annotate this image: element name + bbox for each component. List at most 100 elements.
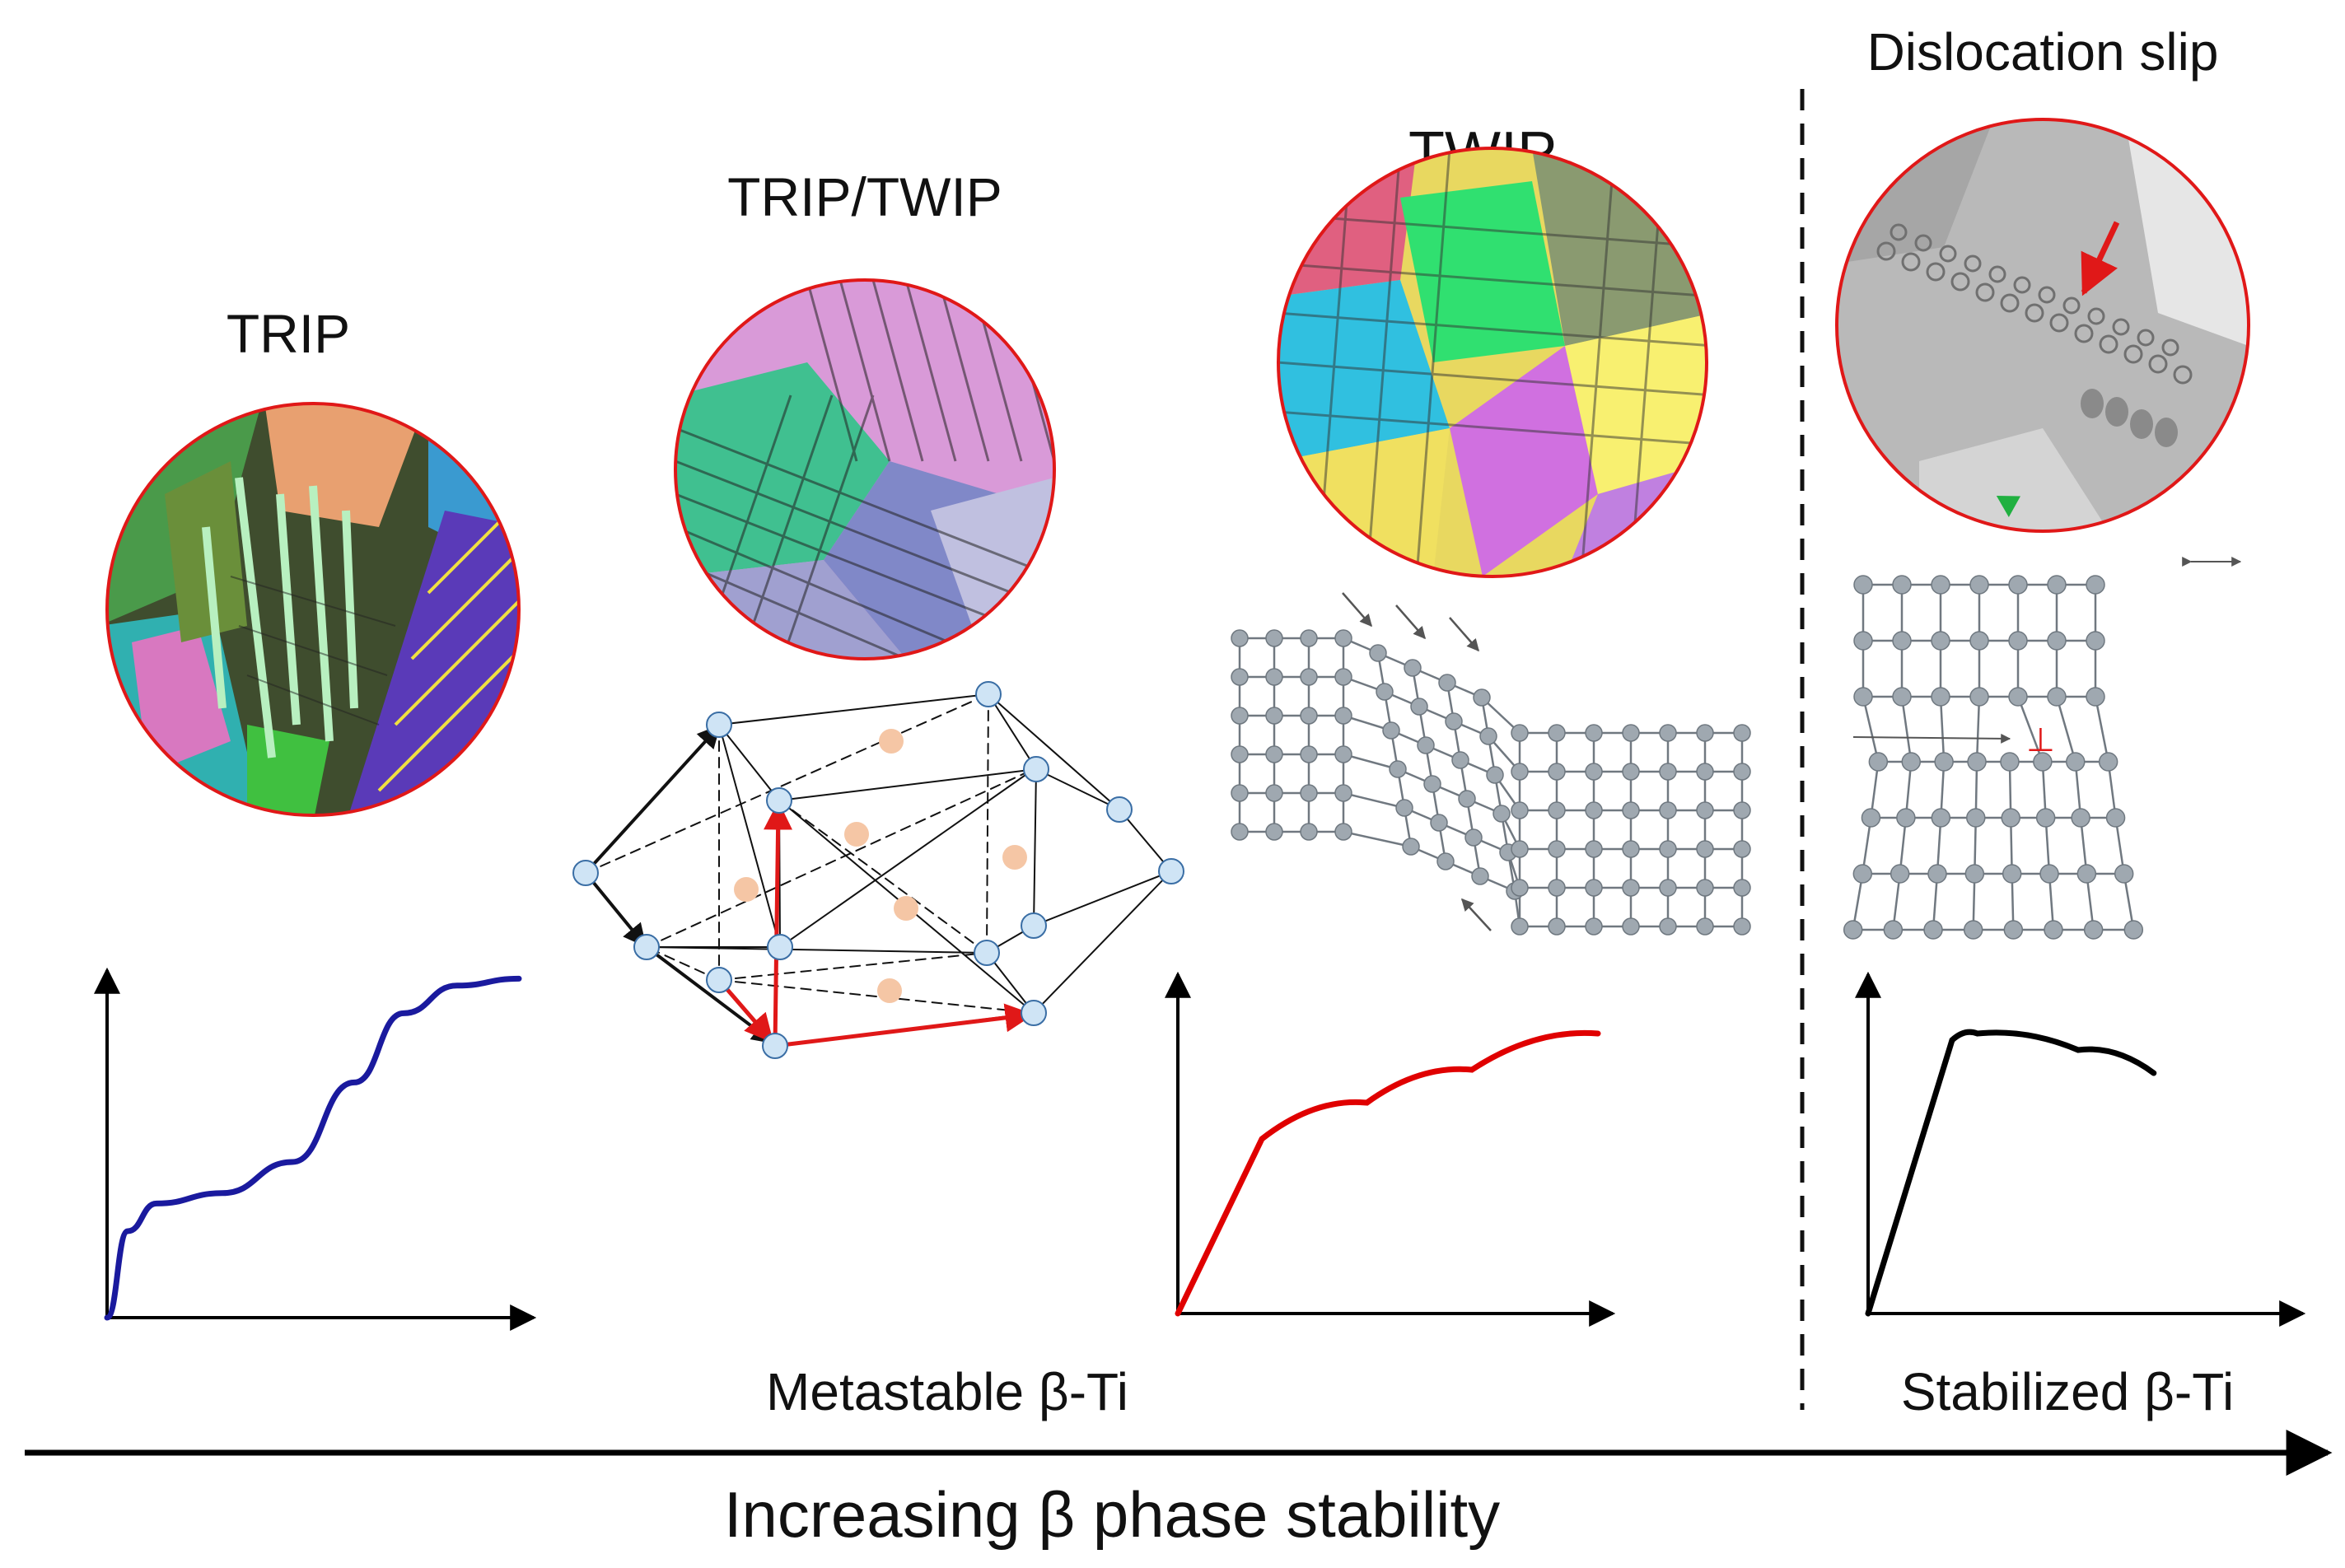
- atom: [1927, 864, 1947, 884]
- atom: [1231, 745, 1249, 763]
- atom: [2086, 631, 2105, 651]
- atom: [1334, 629, 1352, 647]
- stability-axis-label: Increasing β phase stability: [724, 1478, 1500, 1551]
- bond: [1343, 830, 1412, 848]
- bond: [1900, 696, 1913, 763]
- atom: [1548, 724, 1566, 742]
- slip-chart-series-line: [1865, 1029, 2157, 1317]
- atom: [1436, 852, 1455, 870]
- atom: [1964, 864, 1985, 884]
- atom: [1969, 687, 1989, 707]
- atom: [1585, 840, 1603, 858]
- atom: [1883, 920, 1904, 940]
- atom: [1696, 724, 1714, 742]
- atom: [1733, 801, 1751, 819]
- atom: [1696, 763, 1714, 781]
- atom: [1659, 917, 1677, 936]
- bond: [1343, 791, 1405, 810]
- atom: [2086, 687, 2105, 707]
- atom: [1511, 801, 1529, 819]
- atom: [1659, 724, 1677, 742]
- twip-micrograph: [1277, 147, 1708, 578]
- atom: [1890, 864, 1910, 884]
- twin-lattice: [1231, 592, 1751, 936]
- atom: [1966, 808, 1986, 828]
- atom: [1548, 840, 1566, 858]
- slip-direction-arrow: [1852, 733, 2011, 744]
- atom: [1231, 823, 1249, 841]
- metastable-label: Metastable β-Ti: [766, 1362, 1128, 1421]
- atom: [1451, 751, 1469, 769]
- atom: [1931, 808, 1951, 828]
- atom: [1852, 864, 1873, 884]
- atom: [1853, 631, 1873, 651]
- atom: [1696, 917, 1714, 936]
- atom: [2000, 752, 2020, 772]
- atom: [1868, 752, 1889, 772]
- atom: [2071, 808, 2090, 828]
- atom: [1969, 631, 1989, 651]
- atom: [1853, 687, 1873, 707]
- atom: [1659, 801, 1677, 819]
- atom: [1896, 808, 1916, 828]
- atom: [2008, 687, 2028, 707]
- atom: [1892, 575, 1912, 595]
- atom: [1300, 784, 1318, 802]
- atom: [1382, 721, 1400, 740]
- trip-micrograph: [105, 402, 521, 817]
- atom: [1486, 766, 1504, 784]
- atom: [1733, 840, 1751, 858]
- atom: [2033, 752, 2053, 772]
- atom: [1733, 724, 1751, 742]
- atom: [1402, 838, 1420, 856]
- atom: [1969, 575, 1989, 595]
- trip-twip-micrograph: [674, 278, 1056, 660]
- atom: [2066, 752, 2086, 772]
- atom: [1733, 879, 1751, 897]
- atom: [1300, 823, 1318, 841]
- dislocation-slip-label: Dislocation slip: [1867, 22, 2219, 82]
- atom: [1265, 668, 1283, 686]
- atom: [2083, 920, 2104, 940]
- atom: [1473, 688, 1491, 707]
- dislocation-symbol: ⊥: [2026, 722, 2055, 758]
- atom: [1585, 879, 1603, 897]
- atom: [1492, 805, 1511, 823]
- trip-label: TRIP: [227, 303, 350, 364]
- atom: [1334, 745, 1352, 763]
- atom: [1511, 840, 1529, 858]
- atom: [1458, 790, 1476, 808]
- dislocation-lattice: [1843, 557, 2242, 940]
- atom: [2076, 864, 2097, 884]
- atom: [2105, 808, 2126, 828]
- atom: [1231, 629, 1249, 647]
- atom: [2114, 864, 2134, 884]
- atom: [2086, 575, 2105, 595]
- shear-arrow: [1449, 617, 1479, 652]
- twip-chart: [1165, 971, 1616, 1327]
- atom: [1265, 823, 1283, 841]
- atom: [1622, 917, 1640, 936]
- atom: [1548, 763, 1566, 781]
- atom: [2039, 864, 2059, 884]
- atom: [1548, 917, 1566, 936]
- atom: [1659, 840, 1677, 858]
- bond: [1343, 753, 1399, 771]
- atom: [1733, 763, 1751, 781]
- atom: [1479, 727, 1497, 745]
- atom: [1853, 575, 1873, 595]
- atom: [2047, 575, 2067, 595]
- atom: [1511, 917, 1529, 936]
- atom: [1445, 712, 1463, 730]
- atom: [1622, 840, 1640, 858]
- atom: [1843, 920, 1863, 940]
- bond: [1939, 696, 1946, 763]
- atom: [1511, 879, 1529, 897]
- atom: [1934, 752, 1954, 772]
- atom: [1464, 828, 1483, 847]
- atom: [1334, 668, 1352, 686]
- trip-twip-label: TRIP/TWIP: [727, 166, 1002, 227]
- atom: [2047, 687, 2067, 707]
- shear-arrow: [1460, 898, 1492, 931]
- atom: [1438, 674, 1456, 692]
